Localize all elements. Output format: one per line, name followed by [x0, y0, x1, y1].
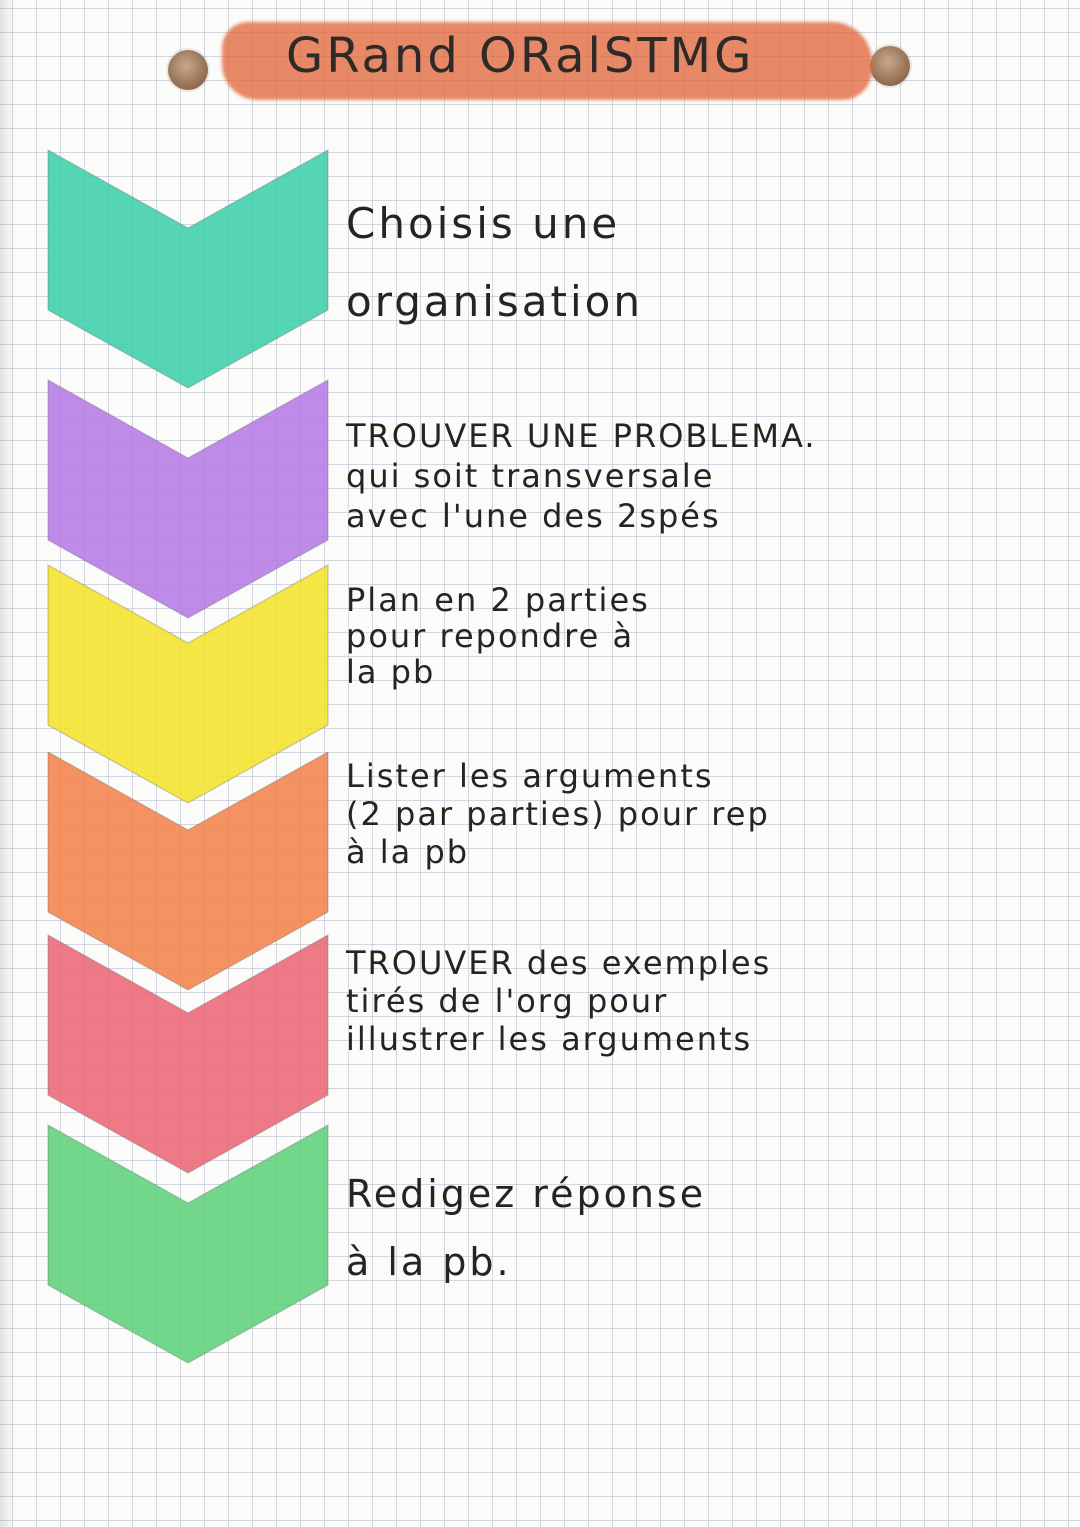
- step-3-line-3: la pb: [346, 653, 436, 691]
- step-4-line-1: Lister les arguments: [346, 757, 714, 795]
- step-3-line-1: Plan en 2 parties: [346, 581, 650, 619]
- step-2-line-1: TROUVER UNE PROBLEMA.: [346, 417, 817, 455]
- chevron-5: [47, 933, 329, 1174]
- step-5-line-2: tirés de l'org pour: [346, 982, 669, 1020]
- step-1-note: Choisis une organisation: [346, 185, 643, 341]
- step-3-line-2: pour repondre à: [346, 617, 635, 655]
- step-4-note: Lister les arguments (2 par parties) pou…: [346, 757, 770, 871]
- step-4-line-2: (2 par parties) pour rep: [346, 795, 770, 833]
- step-6-line-1: Redigez réponse: [346, 1172, 707, 1216]
- chevron-4: [47, 750, 329, 991]
- page-title: GRand ORalSTMG: [286, 28, 755, 84]
- chevron-arrow-column: [47, 148, 329, 1364]
- chevron-6: [47, 1123, 329, 1364]
- step-6-note: Redigez réponse à la pb.: [346, 1160, 706, 1296]
- step-5-line-3: illustrer les arguments: [346, 1020, 753, 1058]
- page-edge-shadow: [0, 0, 14, 1527]
- step-1-line-2: organisation: [346, 277, 643, 326]
- step-5-line-1: TROUVER des exemples: [346, 944, 772, 982]
- step-6-line-2: à la pb.: [346, 1240, 512, 1284]
- chevron-2: [47, 378, 329, 619]
- step-1-line-1: Choisis une: [346, 199, 621, 248]
- step-4-line-3: à la pb: [346, 833, 470, 871]
- chevron-3: [47, 563, 329, 804]
- step-2-note: TROUVER UNE PROBLEMA. qui soit transvers…: [346, 416, 816, 536]
- chevron-1: [47, 148, 329, 389]
- step-2-line-3: avec l'une des 2spés: [346, 497, 721, 535]
- step-2-line-2: qui soit transversale: [346, 457, 715, 495]
- title-highlight: [222, 22, 872, 100]
- step-3-note: Plan en 2 parties pour repondre à la pb: [346, 582, 650, 690]
- punch-hole-right: [870, 46, 910, 86]
- punch-hole-left: [168, 50, 208, 90]
- step-5-note: TROUVER des exemples tirés de l'org pour…: [346, 944, 771, 1058]
